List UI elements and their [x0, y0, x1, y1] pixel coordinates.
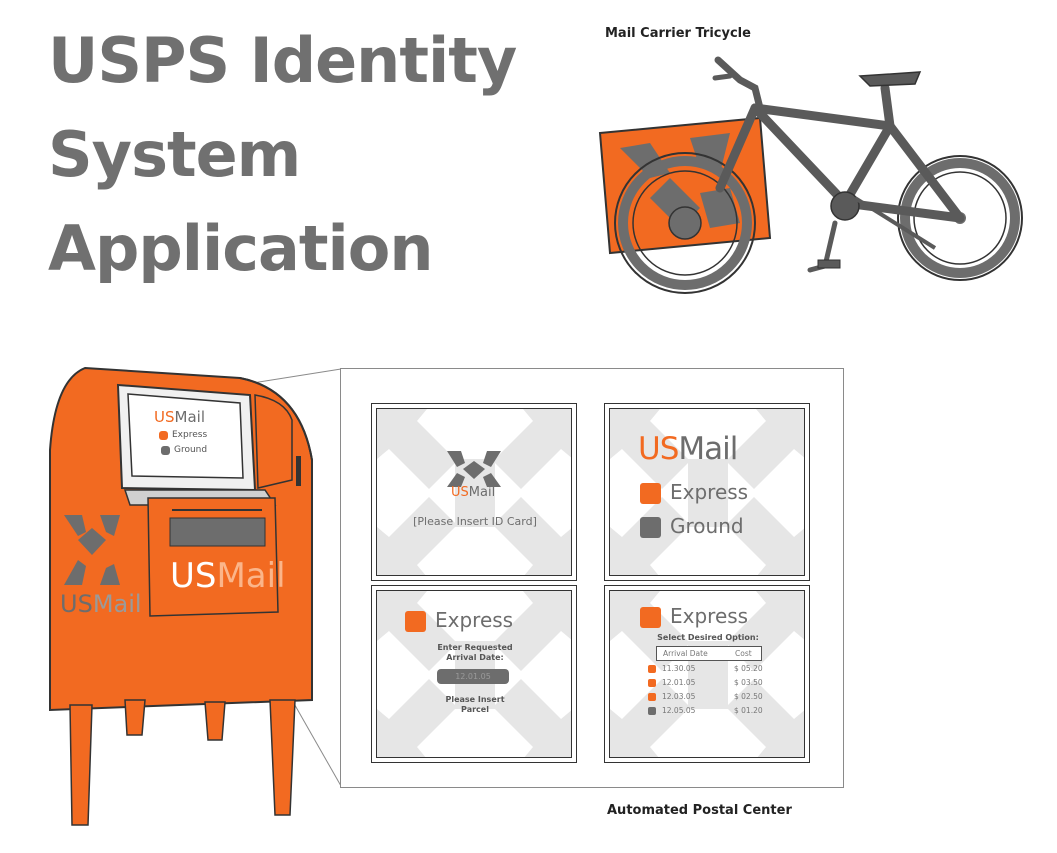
enter-date-line-1: Enter Requested: [437, 643, 513, 652]
title-line-3: Application: [48, 212, 433, 285]
kiosk-ground-label: Ground: [174, 445, 208, 455]
tricycle-illustration: [598, 56, 1023, 294]
screen-select-service: USMail Express Ground: [604, 403, 810, 581]
select-option-label: Select Desired Option:: [657, 633, 759, 642]
screen-arrival-date: Express Enter Requested Arrival Date: 12…: [371, 585, 577, 763]
option-row-cost[interactable]: $ 02.50: [734, 692, 763, 701]
title-line-1: USPS Identity: [48, 24, 517, 97]
kiosk-ground-square: [161, 446, 170, 455]
handlebar: [714, 56, 764, 112]
option-row-cost[interactable]: $ 03.50: [734, 678, 763, 687]
cargo-wheel: [614, 152, 756, 294]
col-cost: Cost: [735, 649, 752, 658]
option-row-marker[interactable]: [648, 707, 656, 715]
option-row-date[interactable]: 12.03.05: [662, 692, 696, 701]
option-row-cost[interactable]: $ 01.20: [734, 706, 763, 715]
page-title: USPS Identity System Application: [48, 14, 568, 296]
express-heading: Express: [435, 608, 514, 632]
screens-panel: USMail [Please Insert ID Card] USMail Ex…: [340, 368, 844, 788]
option-row-date[interactable]: 11.30.05: [662, 664, 696, 673]
enter-date-line-2: Arrival Date:: [446, 653, 504, 662]
mailbox-kiosk: [49, 366, 313, 826]
ground-option-square[interactable]: [640, 517, 661, 538]
insert-parcel-line-2: Parcel: [461, 705, 489, 714]
options-table-header: Arrival Date Cost: [656, 646, 762, 661]
ground-option-label[interactable]: Ground: [670, 514, 744, 538]
kiosk-side-logo-icon: [64, 515, 120, 585]
arrows-background-icon: [610, 409, 804, 575]
kiosk-screen-logo: USMail: [154, 408, 205, 426]
arrival-date-input[interactable]: 12.01.05: [437, 669, 509, 684]
express-heading-square: [640, 607, 661, 628]
kiosk-express-square: [159, 431, 168, 440]
express-option-square[interactable]: [640, 483, 661, 504]
screen2-logo: USMail: [638, 431, 738, 467]
bike-seat: [858, 71, 922, 87]
option-row-date[interactable]: 12.05.05: [662, 706, 696, 715]
kiosk-express-label: Express: [172, 430, 208, 440]
insert-id-prompt: [Please Insert ID Card]: [413, 515, 537, 528]
col-arrival-date: Arrival Date: [663, 649, 708, 658]
kiosk-front-logo: USMail: [170, 556, 286, 596]
usmail-emblem-icon: [447, 451, 501, 487]
express-heading-square: [405, 611, 426, 632]
option-row-date[interactable]: 12.01.05: [662, 678, 696, 687]
tricycle-caption: Mail Carrier Tricycle: [605, 26, 751, 41]
option-row-marker[interactable]: [648, 665, 656, 673]
express-option-label[interactable]: Express: [670, 480, 749, 504]
crank: [830, 191, 860, 221]
kiosk-side-logo-text: USMail: [60, 590, 142, 618]
screen-insert-id: USMail [Please Insert ID Card]: [371, 403, 577, 581]
cargo-box: [598, 116, 772, 255]
express-heading: Express: [670, 604, 749, 628]
insert-parcel-line-1: Please Insert: [445, 695, 505, 704]
postal-center-caption: Automated Postal Center: [607, 803, 792, 818]
title-line-2: System: [48, 118, 301, 191]
screen-select-option: Express Select Desired Option: Arrival D…: [604, 585, 810, 763]
screen1-logo: USMail: [451, 485, 496, 500]
option-row-marker[interactable]: [648, 693, 656, 701]
option-row-marker[interactable]: [648, 679, 656, 687]
option-row-cost[interactable]: $ 05.20: [734, 664, 763, 673]
arrows-background-icon: [377, 409, 571, 575]
